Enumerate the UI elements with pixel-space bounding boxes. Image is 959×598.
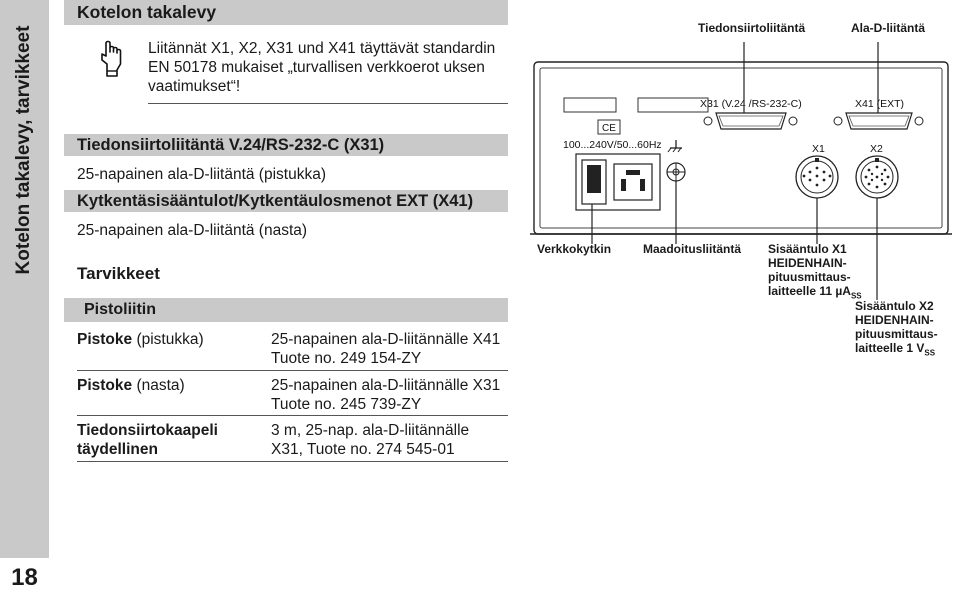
accessory-name-3-line1: Tiedonsiirtokaapeli — [77, 422, 218, 439]
accessory-desc-3-line1: 3 m, 25-nap. ala-D-liitännälle — [271, 422, 470, 439]
x41-sub-d-connector — [833, 112, 924, 130]
pointing-hand-icon — [101, 40, 122, 77]
accessory-desc-1-line2: Tuote no. 249 154-ZY — [271, 350, 422, 367]
accessory-divider-3 — [77, 461, 508, 462]
accessories-heading: Tarvikkeet — [77, 264, 160, 283]
x2-round-connector — [855, 155, 899, 199]
sidebar: Kotelon takalevy, tarvikkeet — [0, 0, 49, 598]
rear-panel-diagram: CE 100...240V/50...60Hz X31 (V.24 /RS-23… — [530, 42, 952, 300]
accessory-divider-1 — [77, 370, 508, 371]
input-x2-line1: Sisääntulo X2 — [855, 299, 934, 313]
input-x1-line3: pituusmittaus- — [768, 270, 851, 284]
power-switch-label: Verkkokytkin — [537, 242, 612, 256]
accessories-subheading-bar — [64, 298, 508, 322]
input-x2-line3: pituusmittaus- — [855, 327, 938, 341]
switch-heading-bar — [64, 190, 508, 212]
ce-mark-text: CE — [602, 123, 616, 134]
input-x1-line4: laitteelle 11 µASS — [768, 284, 862, 301]
input-x1-line2: HEIDENHAIN- — [768, 256, 847, 270]
id-plate — [637, 97, 709, 113]
serial-desc: 25-napainen ala-D-liitäntä (pistukka) — [77, 166, 326, 183]
accessory-name-2: Pistoke (nasta) — [77, 376, 185, 395]
power-socket — [613, 163, 653, 201]
ground-label: Maadoitusliitäntä — [643, 242, 742, 256]
accessory-name-1-rest: (pistukka) — [132, 331, 204, 348]
accessory-desc-2-line1: 25-napainen ala-D-liitännälle X31 — [271, 377, 501, 394]
note-line-2: EN 50178 mukaiset „turvallisen verkkoero… — [148, 59, 485, 76]
accessory-name-1-bold: Pistoke — [77, 331, 133, 348]
x1-label: X1 — [812, 143, 825, 155]
power-switch-rocker — [587, 165, 601, 193]
section-title-bar — [64, 0, 508, 25]
serial-heading: Tiedonsiirtoliitäntä V.24/RS-232-C (X31) — [77, 136, 385, 154]
input-x2-line4: laitteelle 1 VSS — [855, 341, 936, 358]
input-x1-line1: Sisääntulo X1 — [768, 242, 847, 256]
input-x1-block: Sisääntulo X1 HEIDENHAIN- pituusmittaus-… — [768, 242, 862, 301]
section-title: Kotelon takalevy — [77, 2, 217, 22]
sidebar-title: Kotelon takalevy, tarvikkeet — [13, 25, 34, 275]
accessory-name-3-line2: täydellinen — [77, 441, 158, 458]
input-x1-unit-sub: SS — [850, 291, 862, 301]
x31-sub-d-connector — [703, 112, 798, 130]
accessory-name-2-bold: Pistoke — [77, 377, 133, 394]
serial-heading-bar — [64, 134, 508, 156]
note-divider — [148, 103, 508, 104]
input-x2-unit-sub: SS — [924, 348, 936, 358]
page-number: 18 — [0, 558, 49, 598]
accessory-divider-2 — [77, 415, 508, 416]
note-line-1: Liitännät X1, X2, X31 und X41 täyttävät … — [148, 40, 496, 57]
accessory-desc-2-line2: Tuote no. 245 739-ZY — [271, 396, 422, 413]
switch-desc: 25-napainen ala-D-liitäntä (nasta) — [77, 222, 308, 239]
top-label-serial-interface: Tiedonsiirtoliitäntä — [698, 21, 806, 35]
accessory-desc-3-line2: X31, Tuote no. 274 545-01 — [271, 441, 455, 458]
x2-label: X2 — [870, 143, 883, 155]
type-plate — [563, 97, 617, 113]
ce-mark-icon — [597, 119, 621, 135]
accessories-subheading: Pistoliitin — [84, 301, 156, 318]
input-x2-line2: HEIDENHAIN- — [855, 313, 934, 327]
x41-label: X41 (EXT) — [855, 98, 904, 110]
switch-heading: Kytkentäsisääntulot/Kytkentäulosmenot EX… — [77, 192, 474, 210]
voltage-label: 100...240V/50...60Hz — [563, 139, 662, 151]
accessory-name-1: Pistoke (pistukka) — [77, 330, 204, 349]
accessory-name-2-rest: (nasta) — [132, 377, 185, 394]
accessory-desc-1-line1: 25-napainen ala-D-liitännälle X41 — [271, 331, 501, 348]
note-line-3: vaatimukset“! — [148, 78, 241, 95]
top-label-sub-d: Ala-D-liitäntä — [851, 21, 926, 35]
ground-symbol-icon — [667, 140, 682, 153]
x31-label: X31 (V.24 /RS-232-C) — [700, 98, 802, 110]
x1-round-connector — [795, 155, 839, 199]
input-x2-block: Sisääntulo X2 HEIDENHAIN- pituusmittaus-… — [855, 299, 938, 358]
ground-terminal — [666, 162, 686, 182]
